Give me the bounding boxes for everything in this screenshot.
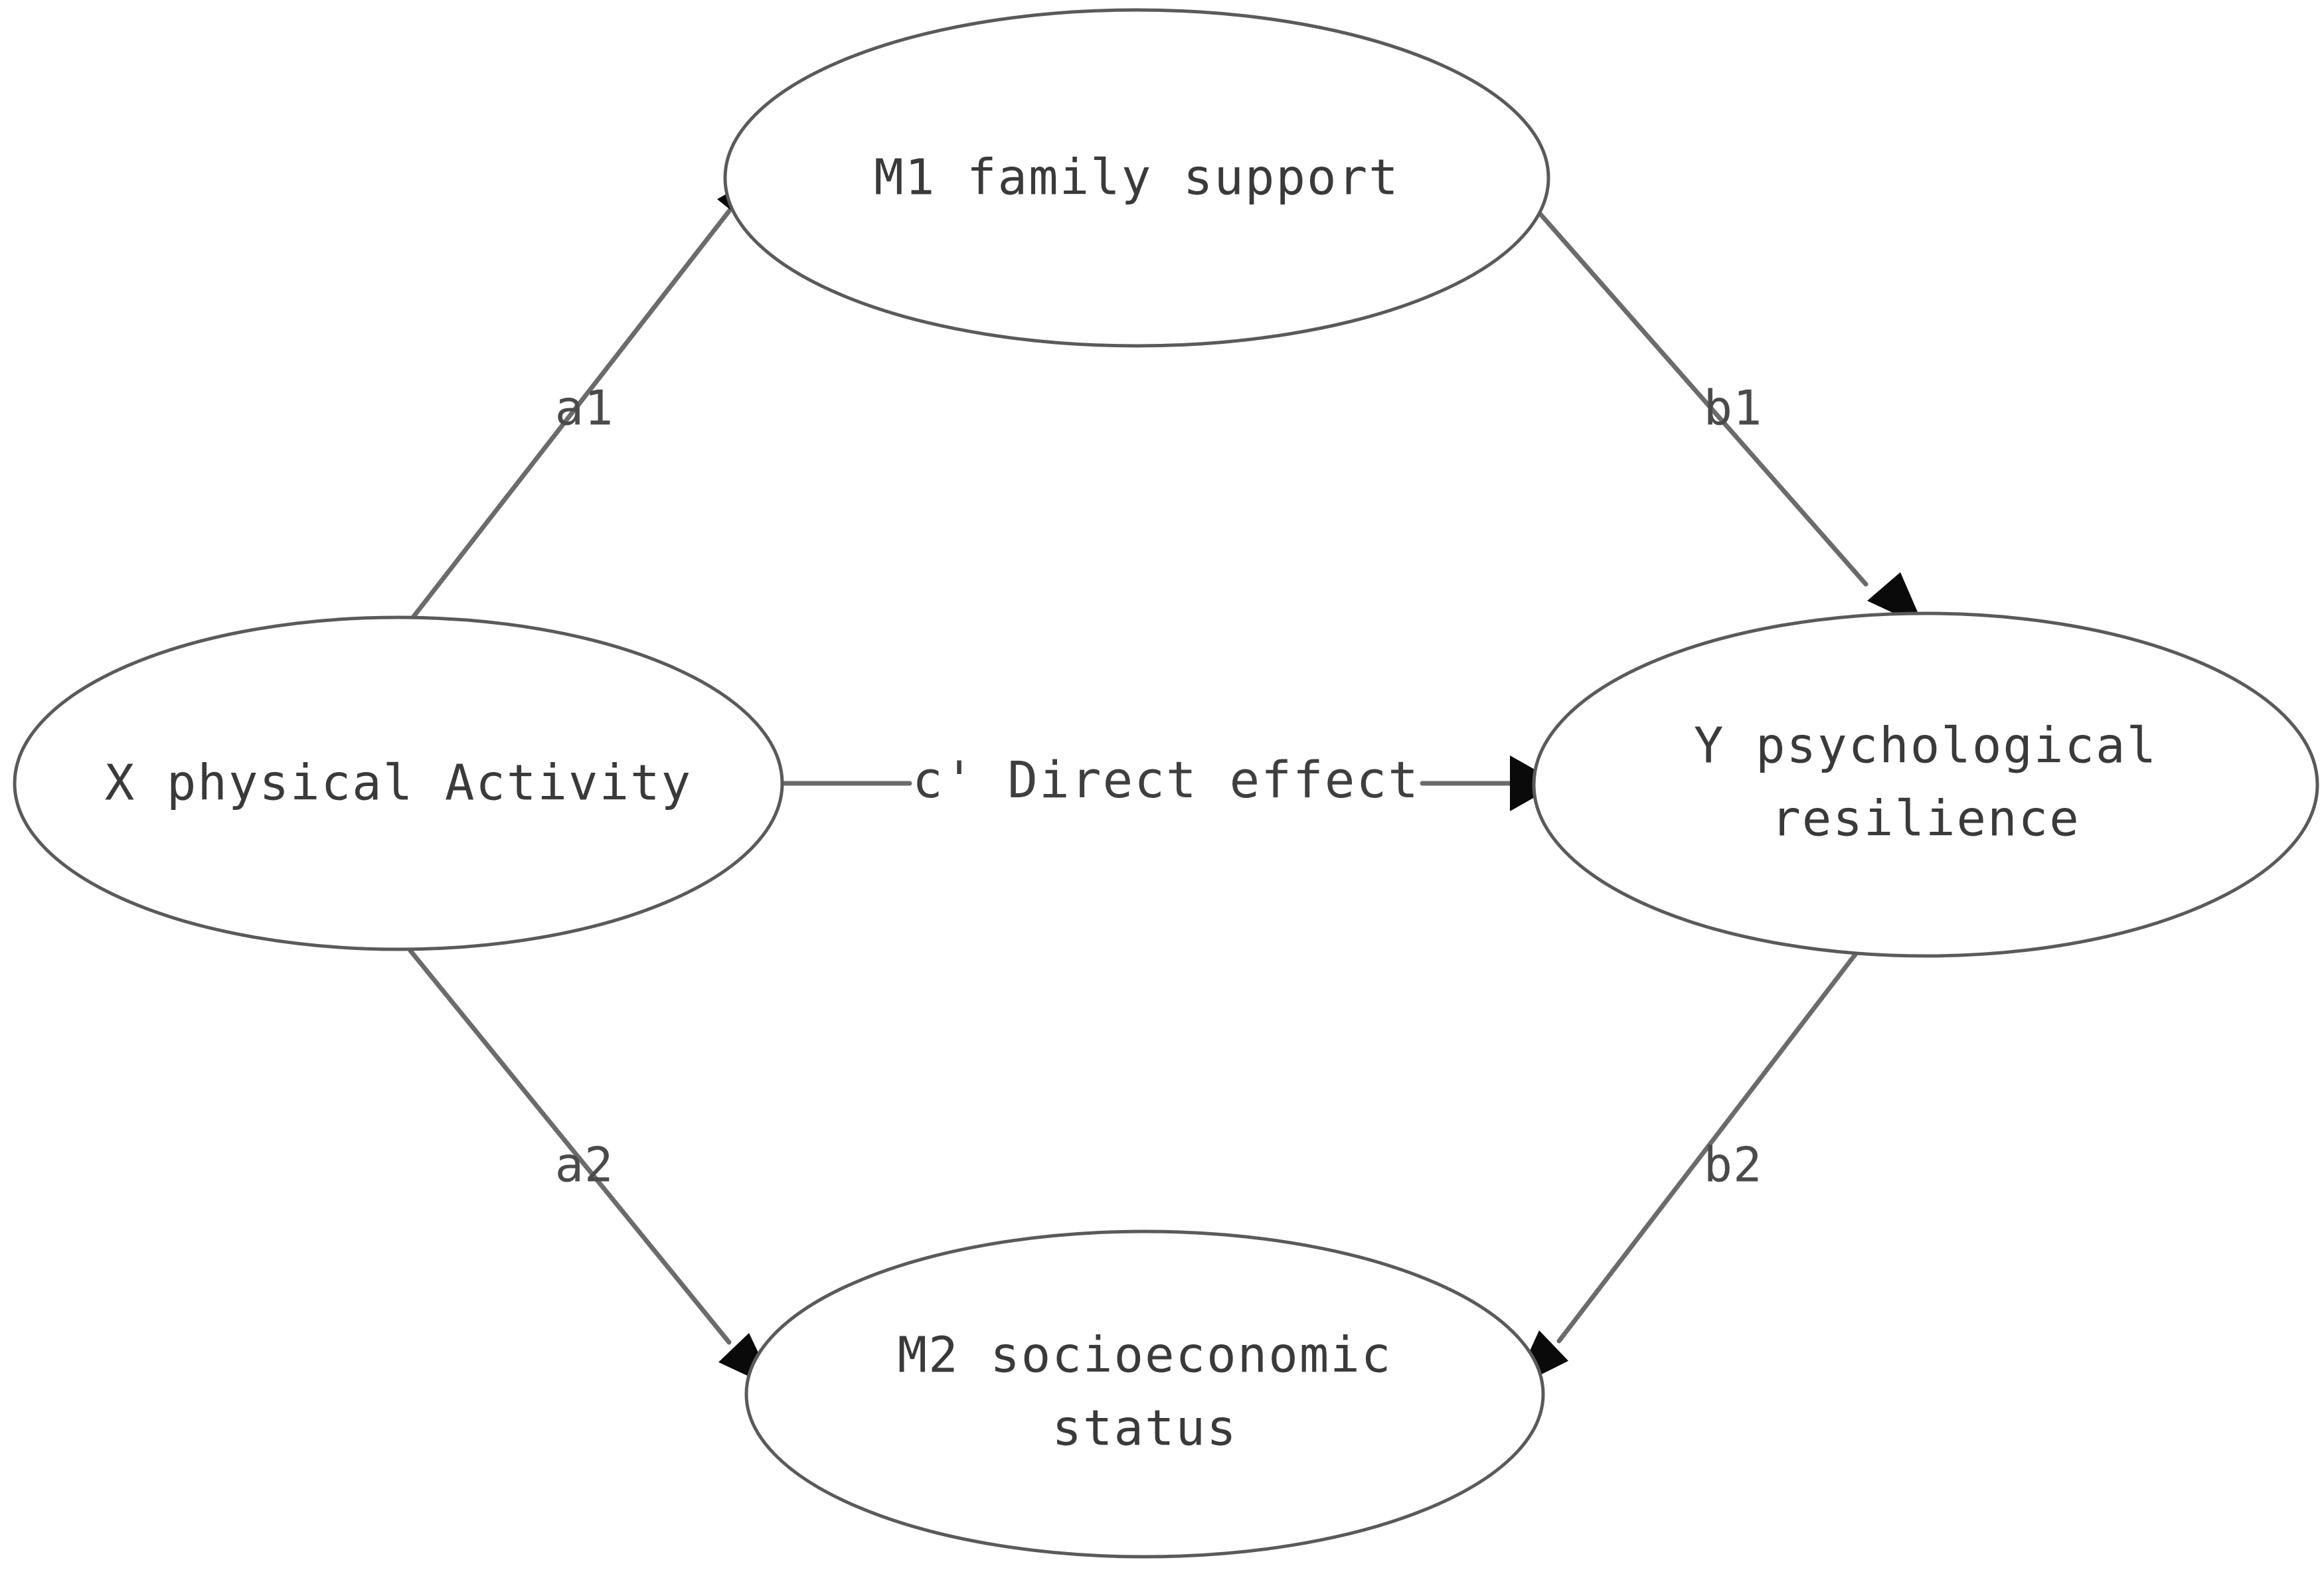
edge-a2-label: a2 [555,1137,614,1193]
node-m1-ellipse[interactable] [723,8,1550,348]
node-m2-label-line2: status [1052,1400,1237,1457]
node-y-ellipse[interactable] [1532,611,2319,958]
node-y-label-line2: resilience [1771,791,2080,848]
node-m1-family-support[interactable]: M1 family support [723,8,1550,348]
node-x-physical-activity[interactable]: X physical Activity [13,615,784,951]
edge-b2: b2 [1513,947,1862,1389]
node-x-ellipse[interactable] [13,615,784,951]
node-m2-socioeconomic-status[interactable]: M2 socioeconomic status [744,1229,1545,1559]
edge-b1-label: b1 [1704,380,1763,436]
edge-b2-line [1556,947,1862,1344]
edge-c-direct: c' Direct effect [780,750,1559,811]
node-m2-ellipse[interactable] [744,1229,1545,1559]
edge-b2-label: b2 [1704,1137,1763,1193]
node-m2-label-line1: M2 socioeconomic [898,1327,1392,1384]
node-y-psychological-resilience[interactable]: Y psychological resilience [1532,611,2319,958]
edge-a1-line [408,196,741,623]
edge-a2: a2 [408,948,776,1389]
edge-a1-label: a1 [555,380,614,436]
edge-a1: a1 [408,169,770,623]
edge-a2-line [408,948,732,1345]
edge-b1: b1 [1525,196,1924,627]
node-y-label-line1: Y psychological [1694,718,2157,775]
edge-b1-line [1525,196,1868,587]
node-x-label: X physical Activity [105,755,692,812]
node-m1-label: M1 family support [874,149,1399,206]
edge-c-label: c' Direct effect [912,750,1420,809]
